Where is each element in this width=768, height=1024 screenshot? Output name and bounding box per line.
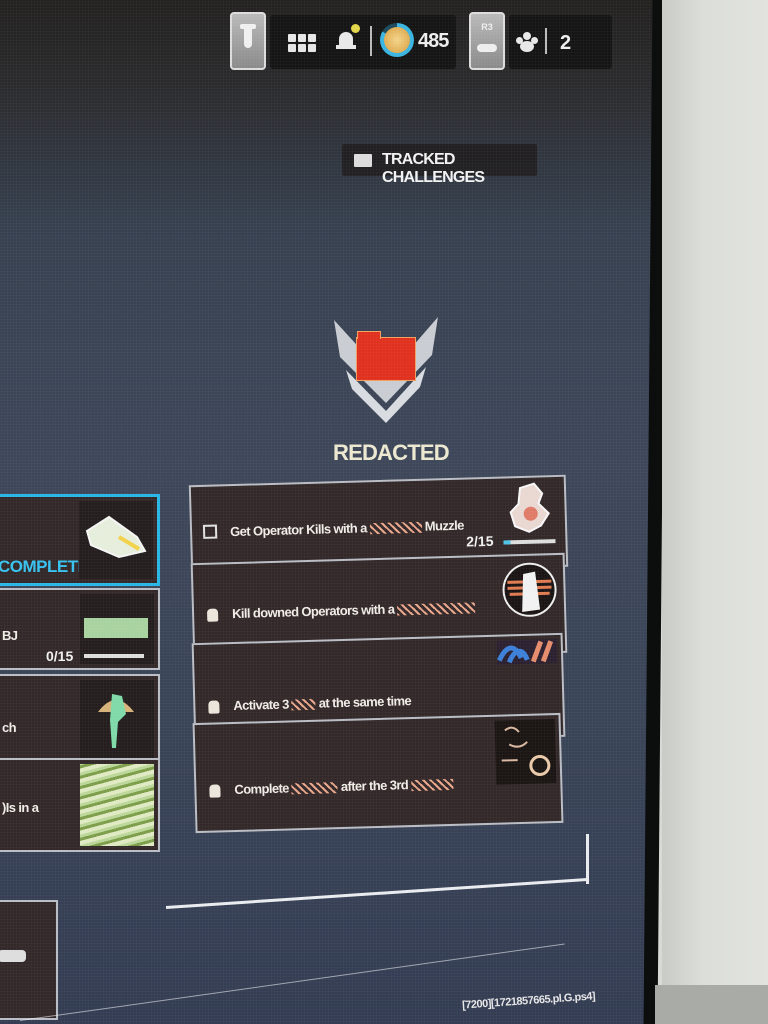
grid-menu-icon[interactable] — [288, 34, 316, 52]
challenge-row[interactable]: Activate 3 at the same time — [191, 632, 566, 748]
challenge-text: BJ — [2, 628, 18, 643]
challenge-row[interactable]: Get Operator Kills with a Muzzle 2/15 — [188, 474, 569, 578]
left-challenge-row[interactable]: BJ 0/15 — [0, 588, 160, 670]
t-key-icon-stem — [244, 28, 252, 48]
cod-points-icon[interactable] — [380, 23, 414, 57]
notification-dot — [351, 24, 360, 33]
envelope-icon — [354, 154, 372, 167]
figure-icon — [80, 680, 154, 758]
challenge-text: Complete — [234, 780, 290, 798]
party-count: 2 — [560, 32, 572, 54]
chevron-wings-icon — [334, 317, 438, 423]
challenge-text: Get Operator Kills with a — [229, 520, 367, 540]
track-checkbox[interactable] — [202, 524, 218, 539]
left-challenge-row[interactable]: ch — [0, 674, 160, 764]
tracked-challenges-button[interactable]: TRACKED CHALLENGES — [342, 144, 537, 186]
lock-icon — [206, 608, 219, 622]
r3-key-label: R3 — [481, 22, 493, 32]
camo-green-icon — [80, 764, 154, 846]
r3-key-button[interactable]: R3 — [469, 12, 505, 70]
challenge-text-suffix: at the same time — [318, 693, 412, 711]
redacted-text — [369, 521, 422, 535]
frame-line — [165, 877, 590, 909]
divider — [545, 28, 547, 54]
bottom-tile[interactable] — [0, 900, 58, 1020]
frame-line — [586, 834, 589, 884]
bone-icon — [0, 950, 26, 962]
camo-stripes-icon — [496, 639, 558, 667]
background-wall — [662, 0, 768, 1024]
challenge-text-middle: after the 3rd — [340, 777, 409, 795]
challenge-text: ch — [2, 720, 17, 735]
mission-title: REDACTED — [333, 440, 450, 465]
challenge-text: Kill downed Operators with a — [231, 601, 395, 622]
lock-icon — [209, 784, 221, 798]
sticker-creature-icon — [500, 481, 562, 563]
complete-label: COMPLETE — [0, 557, 89, 576]
redacted-text — [397, 602, 476, 616]
left-challenge-row[interactable]: )Is in a — [0, 758, 160, 852]
emblem-operator-icon — [499, 559, 561, 649]
redacted-text — [291, 782, 339, 795]
challenge-progress: 2/15 — [465, 532, 494, 550]
tracked-challenges-label: TRACKED CHALLENGES — [382, 151, 485, 186]
menu-pill — [270, 15, 456, 69]
cod-points-value: 485 — [418, 30, 449, 52]
calling-card-icon — [494, 719, 557, 785]
red-folder-icon — [356, 331, 416, 381]
card-icon — [80, 594, 154, 664]
party-icon[interactable] — [516, 32, 538, 52]
game-screen: 485 R3 2 TRACKED CHALLENGES REDACTED Get… — [0, 0, 655, 1024]
challenge-text-suffix: Muzzle — [424, 517, 464, 534]
challenge-text: )Is in a — [2, 800, 39, 815]
t-key-button[interactable] — [230, 12, 266, 70]
mission-emblem — [332, 315, 440, 425]
redacted-text — [291, 698, 316, 711]
lock-icon — [208, 700, 220, 714]
redacted-text — [411, 778, 454, 792]
build-watermark: [7200][1721857665.pl.G.ps4] — [461, 990, 596, 1012]
challenge-progress: 0/15 — [46, 648, 74, 664]
challenge-row[interactable]: Kill downed Operators with a — [190, 552, 568, 664]
bell-icon[interactable] — [336, 24, 360, 52]
challenge-row[interactable]: Complete after the 3rd — [192, 712, 564, 834]
left-challenge-row-complete[interactable]: COMPLETE — [0, 494, 160, 586]
monitor-stand — [655, 985, 768, 1024]
charm-icon — [79, 501, 153, 579]
t-key-icon — [240, 24, 256, 29]
challenge-text: Activate 3 — [233, 696, 289, 714]
r3-key-icon — [477, 44, 497, 52]
divider — [370, 26, 372, 56]
